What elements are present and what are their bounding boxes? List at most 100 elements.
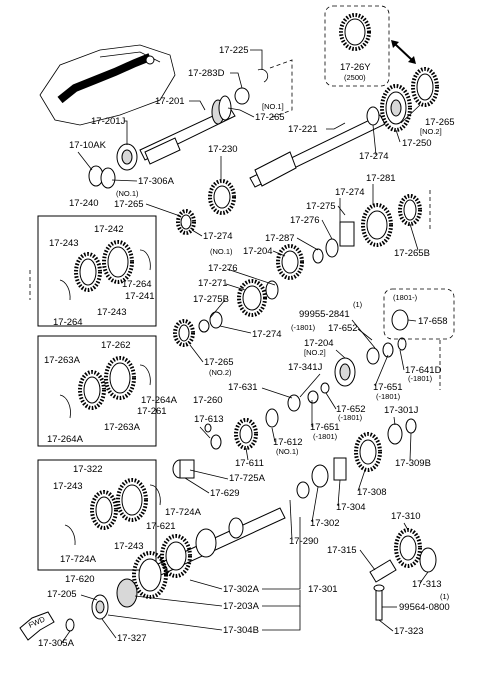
idler-shaft-17-315-icon: [369, 559, 397, 583]
ring-17-305a-icon: [65, 618, 75, 632]
gear-17-302-icon: [296, 464, 329, 499]
label-17-243-b: 17-243: [97, 307, 127, 318]
bearing-17-205-icon: [91, 594, 109, 620]
label-17-283d: 17-283D: [188, 68, 225, 79]
gear-17-250-icon: [380, 84, 412, 132]
label-17-341j: 17-341J: [288, 362, 323, 373]
label-no2-b: [NO.2]: [304, 348, 326, 357]
label-17-274-b: 17-274: [203, 231, 233, 242]
ring-17-306a-icon: [100, 167, 116, 189]
label-17-611: 17-611: [235, 458, 264, 469]
leader-lines: [60, 49, 429, 645]
label-1801-a: (-1801): [291, 323, 316, 332]
label-17-306a: 17-306A: [138, 176, 175, 187]
interchange-arrow-icon: [391, 40, 416, 64]
label-17-309b: 17-309B: [395, 458, 431, 469]
gear-17-611-icon: [234, 408, 279, 450]
gear-17-271-icon: [237, 279, 279, 317]
option-box-1801: [383, 288, 455, 340]
label-17-274-a: 17-274: [359, 151, 389, 162]
label-17-724a-a: 17-724A: [165, 507, 202, 518]
label-17-620: 17-620: [65, 574, 95, 585]
label-no2-c: (NO.2): [209, 368, 232, 377]
label-17-290: 17-290: [289, 536, 319, 547]
synchro-assembly-17-620-icon: [64, 478, 161, 546]
label-17-276-a: 17-276: [290, 215, 320, 226]
label-17-204-a: 17-204: [243, 246, 273, 257]
label-17-612: 17-612: [273, 437, 303, 448]
sleeve-17-629-icon: [172, 459, 195, 479]
label-17-242: 17-242: [94, 224, 124, 235]
label-99955: 99955-2841: [299, 309, 350, 320]
clip-17-225-icon: [257, 68, 269, 83]
label-17-265-a: 17-265: [255, 112, 285, 123]
label-17-265-c: 17-265: [204, 357, 234, 368]
transmission-overview-illustration: [39, 44, 176, 126]
label-1801-b: (-1801): [408, 374, 433, 383]
label-17-264-a: 17-264: [122, 279, 152, 290]
shaft-17-221-illustration: [249, 114, 386, 188]
label-17-265-no2: 17-265: [425, 117, 455, 128]
assembly-box-17-260: [37, 335, 157, 447]
label-17-10ak: 17-10AK: [69, 140, 107, 151]
synchro-ring-17-265-no2-icon: [411, 67, 439, 107]
label-no2-right: [NO.2]: [420, 127, 442, 136]
assembly-box-17-620: [37, 459, 157, 571]
parts-17-613-icon: [204, 423, 222, 450]
bearing-17-201j-icon: [116, 143, 138, 171]
label-17-641d: 17-641D: [405, 365, 442, 376]
label-17-287: 17-287: [265, 233, 295, 244]
synchro-ring-17-26y-icon: [339, 13, 371, 51]
label-no1-top: [NO.1]: [262, 102, 284, 111]
hub-17-275-icon: [312, 221, 355, 264]
label-17-327: 17-327: [117, 633, 147, 644]
label-17-310: 17-310: [391, 511, 421, 522]
label-17-651-a: 17-651: [373, 382, 403, 393]
label-17-652-b: 17-652: [336, 404, 366, 415]
label-99564-sub: (1): [440, 592, 450, 601]
gear-17-301j-icon: [387, 418, 417, 445]
label-1801-c: (-1801): [376, 392, 401, 401]
label-17-308: 17-308: [357, 487, 387, 498]
label-17-621: 17-621: [146, 521, 176, 532]
label-17-313: 17-313: [412, 579, 442, 590]
label-17-281: 17-281: [366, 173, 396, 184]
label-17-725a: 17-725A: [229, 473, 266, 484]
label-17-263a-b: 17-263A: [104, 422, 141, 433]
bearing-17-274-upper-icon: [366, 106, 380, 126]
label-17-26y-sub: (2500): [344, 73, 366, 82]
label-17-265b: 17-265B: [394, 248, 430, 259]
label-17-204-b: 17-204: [304, 338, 334, 349]
washer-17-651-icon: [366, 337, 407, 365]
label-17-724a-b: 17-724A: [60, 554, 97, 565]
label-17-230: 17-230: [208, 144, 238, 155]
label-17-262: 17-262: [101, 340, 131, 351]
label-17-243-a: 17-243: [49, 238, 79, 249]
bearing-17-283d-icon: [234, 87, 250, 105]
guide-lines: [29, 59, 441, 390]
label-17-250: 17-250: [402, 138, 432, 149]
label-17-205: 17-205: [47, 589, 77, 600]
gear-17-230-icon: [208, 179, 236, 215]
label-17-264a-a: 17-264A: [141, 395, 178, 406]
label-1801-e: (-1801): [313, 432, 338, 441]
label-17-323: 17-323: [394, 626, 424, 637]
label-17-322: 17-322: [73, 464, 103, 475]
label-17-613: 17-613: [194, 414, 224, 425]
gear-17-204-icon: [276, 244, 304, 280]
label-17-261: 17-261: [137, 406, 167, 417]
label-17-260: 17-260: [193, 395, 223, 406]
ring-17-658-icon: [391, 309, 409, 331]
label-99564: 99564-0800: [399, 602, 450, 613]
label-17-241: 17-241: [125, 291, 155, 302]
bearing-17-204-no2-icon: [334, 357, 356, 387]
reverse-idler-gear-17-310-icon: [394, 528, 437, 573]
label-17-265-b: 17-265: [114, 199, 144, 210]
label-17-263a-a: 17-263A: [44, 355, 81, 366]
synchro-assembly-17-260-icon: [59, 356, 151, 419]
label-17-302a: 17-302A: [223, 584, 260, 595]
label-17-315: 17-315: [327, 545, 357, 556]
synchro-ring-17-265-no2-mid-icon: [173, 319, 195, 347]
label-17-240: 17-240: [69, 198, 99, 209]
label-17-276-b: 17-276: [208, 263, 238, 274]
